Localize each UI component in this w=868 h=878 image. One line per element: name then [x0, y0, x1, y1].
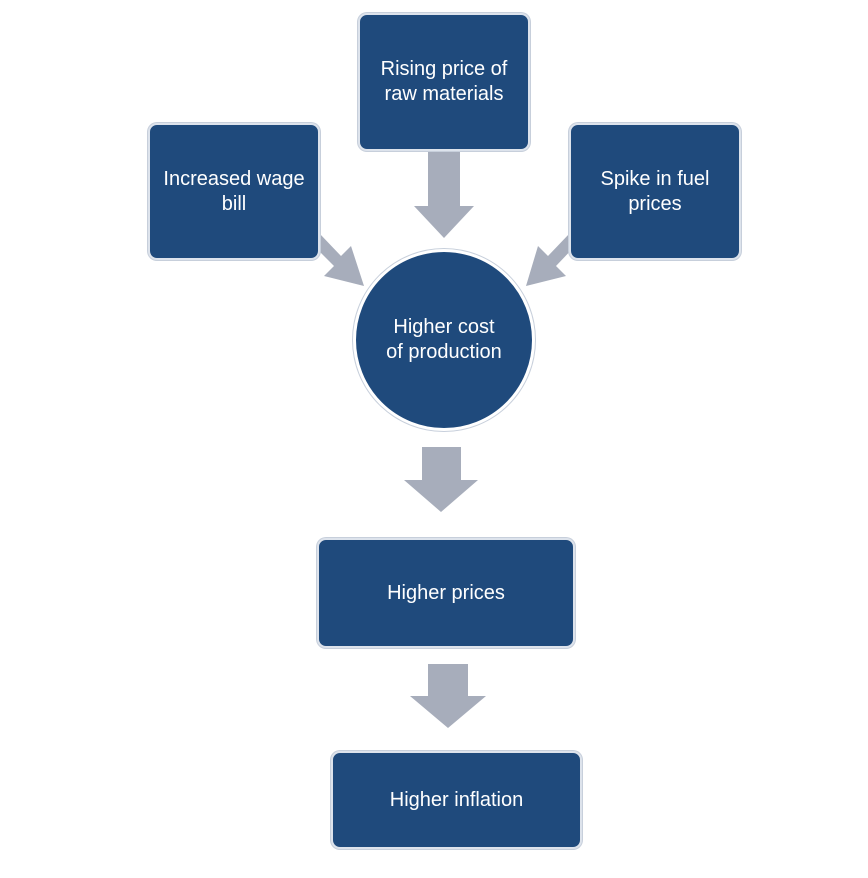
node-rising-raw-materials: Rising price of raw materials — [358, 13, 530, 151]
node-higher-prices: Higher prices — [317, 538, 575, 648]
node-higher-inflation: Higher inflation — [331, 751, 582, 849]
arrow-raw-to-cost — [414, 152, 474, 238]
node-label: Spike in fuel prices — [600, 167, 710, 215]
node-label: Rising price of raw materials — [380, 58, 508, 105]
arrow-cost-to-prices — [404, 447, 478, 512]
node-label: Increased wage bill — [163, 167, 305, 215]
arrow-wage-to-cost — [313, 234, 364, 286]
node-label: Higher cost of production — [386, 316, 502, 363]
node-higher-cost-of-production: Higher cost of production — [353, 249, 535, 431]
arrow-prices-to-inflation — [410, 664, 486, 728]
node-label: Higher prices — [387, 581, 505, 604]
node-increased-wage-bill: Increased wage bill — [148, 123, 320, 260]
node-label: Higher inflation — [389, 788, 524, 811]
node-spike-fuel-prices: Spike in fuel prices — [569, 123, 741, 260]
